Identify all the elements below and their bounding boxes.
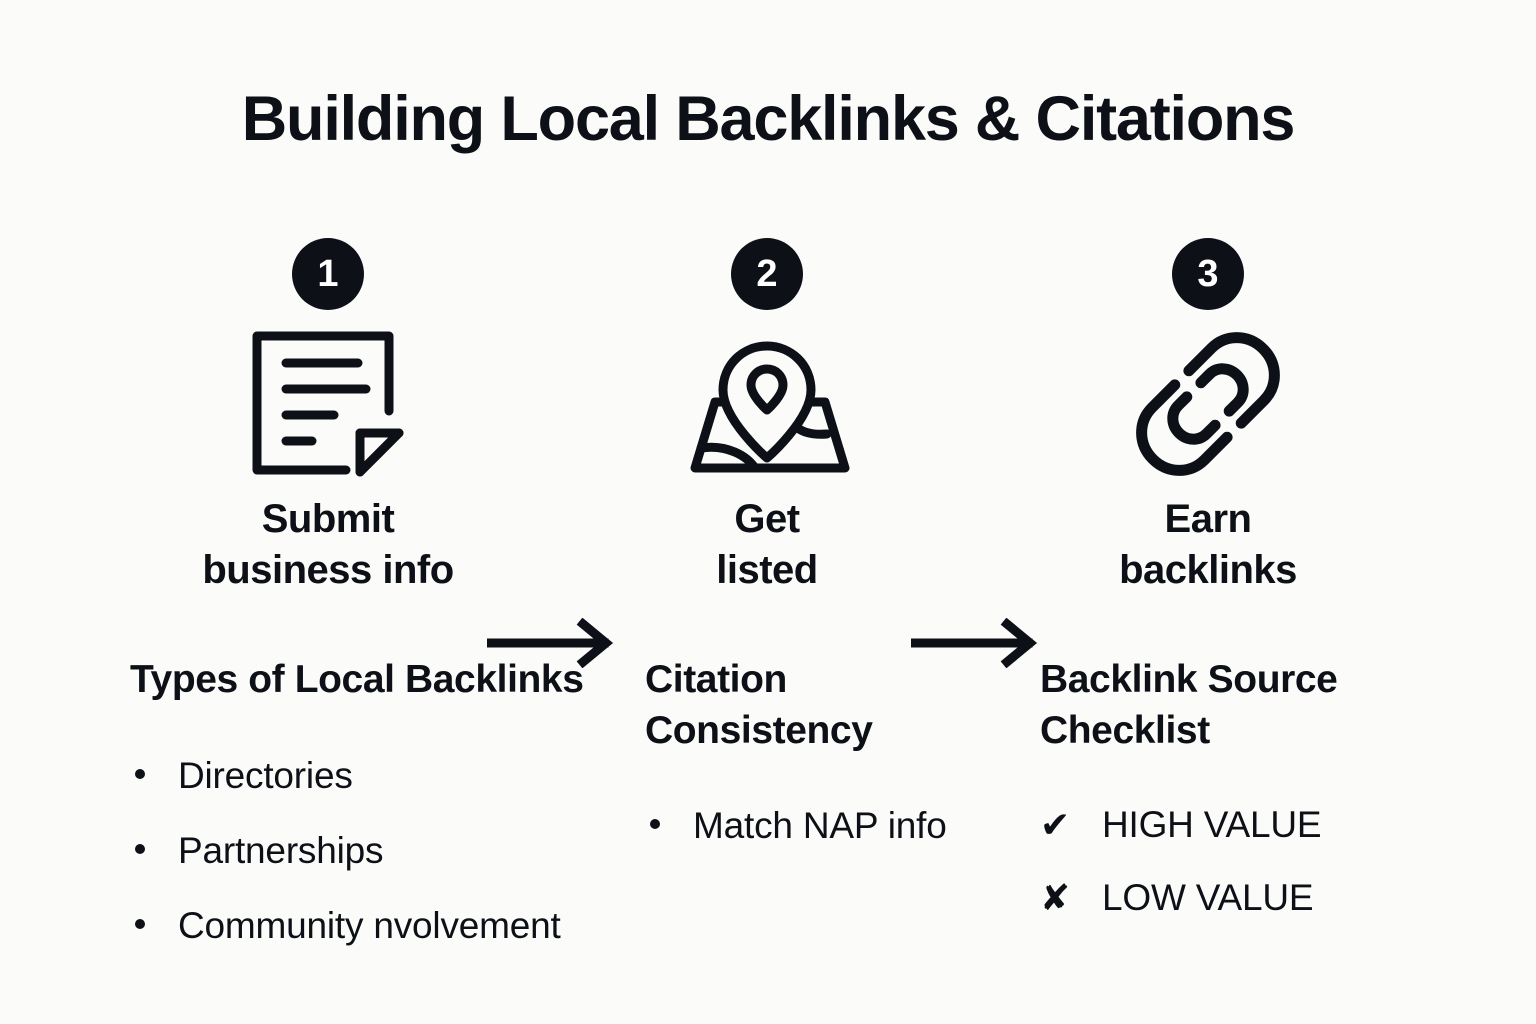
list-item: ✘ LOW VALUE (1040, 875, 1440, 921)
list-item-label: Match NAP info (693, 805, 947, 847)
column-2-heading: Citation Consistency (645, 658, 873, 752)
bullet-dot-icon (650, 819, 660, 830)
column-citation-consistency: Citation Consistency Match NAP info (645, 655, 975, 878)
step-1-label-line1: Submit (261, 497, 395, 541)
bullet-dot-icon (135, 844, 145, 855)
step-1-label-line2: business info (202, 548, 454, 593)
column-3-heading: Backlink Source Checklist (1040, 658, 1338, 752)
list-item-label: Partnerships (178, 830, 384, 872)
step-1-badge: 1 (292, 238, 364, 310)
chain-link-icon (1058, 324, 1358, 484)
step-3: 3 Earn backlinks (1058, 238, 1358, 596)
column-backlink-source-checklist: Backlink Source Checklist ✔ HIGH VALUE ✘… (1040, 655, 1440, 947)
column-3-list: ✔ HIGH VALUE ✘ LOW VALUE (1040, 802, 1440, 921)
cross-icon: ✘ (1040, 876, 1070, 918)
step-2: 2 Get listed (617, 238, 917, 596)
list-item: ✔ HIGH VALUE (1040, 802, 1440, 848)
step-3-label-line1: Earn (1164, 497, 1252, 541)
check-icon: ✔ (1040, 804, 1070, 846)
step-2-label: Get listed (617, 494, 917, 596)
page-title: Building Local Backlinks & Citations (241, 84, 1296, 154)
list-item: Directories (130, 752, 600, 799)
list-item-label: HIGH VALUE (1102, 804, 1322, 846)
step-1: 1 Submit business info (178, 238, 478, 596)
step-3-label-line2: backlinks (1119, 548, 1297, 593)
document-cursor-icon (178, 324, 478, 484)
list-item-label: Directories (178, 754, 353, 796)
step-3-badge: 3 (1172, 238, 1244, 310)
list-item: Community nvolvement (130, 902, 600, 949)
column-types-of-local-backlinks: Types of Local Backlinks Directories Par… (130, 655, 600, 978)
bullet-dot-icon (135, 919, 145, 930)
step-1-label: Submit business info (178, 494, 478, 596)
step-2-label-line2: listed (716, 548, 818, 593)
detail-columns: Types of Local Backlinks Directories Par… (0, 655, 1536, 995)
step-2-badge: 2 (731, 238, 803, 310)
list-item-label: Community nvolvement (178, 905, 561, 947)
arrow-right-icon-1 (485, 617, 617, 673)
list-item: Match NAP info (645, 802, 975, 849)
steps-row: 1 Submit business info (0, 238, 1536, 669)
column-1-heading: Types of Local Backlinks (130, 658, 584, 701)
bullet-dot-icon (135, 768, 145, 779)
column-2-list: Match NAP info (645, 802, 975, 849)
column-1-list: Directories Partnerships Community nvolv… (130, 752, 600, 950)
step-3-label: Earn backlinks (1058, 494, 1358, 596)
list-item: Partnerships (130, 827, 600, 874)
list-item-label: LOW VALUE (1102, 876, 1314, 918)
arrow-right-icon-2 (909, 617, 1041, 673)
step-2-label-line1: Get (734, 497, 800, 541)
map-pin-icon (617, 324, 917, 484)
